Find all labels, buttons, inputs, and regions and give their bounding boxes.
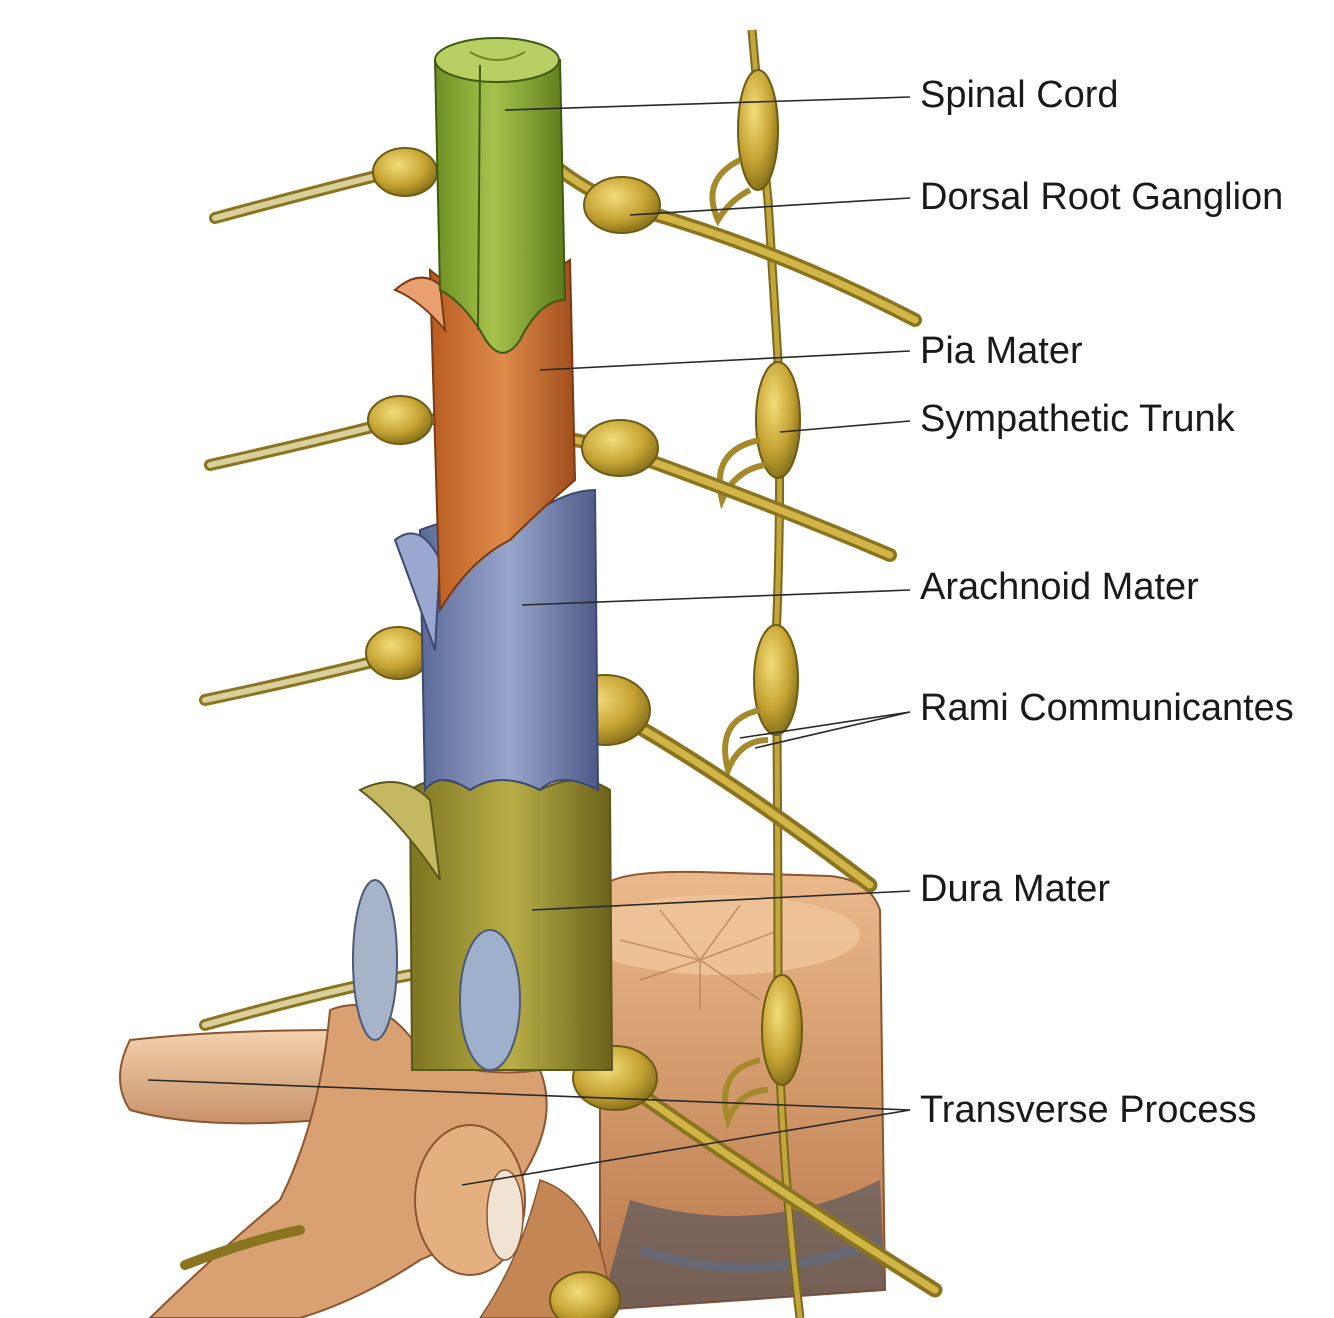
leader-rami-communicantes-1 xyxy=(739,711,911,739)
leader-dura-mater xyxy=(531,890,911,911)
pia-mater-sheath xyxy=(393,258,577,614)
label-pia-mater: Pia Mater xyxy=(920,330,1083,372)
label-transverse-process: Transverse Process xyxy=(920,1089,1257,1131)
leader-sympathetic-trunk xyxy=(779,420,911,433)
label-arachnoid-mater: Arachnoid Mater xyxy=(920,566,1199,608)
label-rami-communicantes: Rami Communicantes xyxy=(920,687,1294,729)
label-dorsal-root-ganglion: Dorsal Root Ganglion xyxy=(920,176,1284,218)
leader-rami-communicantes-2 xyxy=(754,711,911,749)
leader-pia-mater xyxy=(539,350,911,371)
label-spinal-cord: Spinal Cord xyxy=(920,74,1119,116)
leader-dorsal-root-ganglion xyxy=(629,197,911,216)
vertebral-body xyxy=(580,870,887,1312)
leader-transverse-process-1 xyxy=(147,1079,911,1111)
label-dura-mater: Dura Mater xyxy=(920,868,1111,910)
spinal-cord xyxy=(433,37,567,354)
leader-transverse-process-2 xyxy=(461,1109,911,1186)
label-sympathetic-trunk: Sympathetic Trunk xyxy=(920,398,1235,440)
leader-arachnoid-mater xyxy=(521,589,911,606)
transverse-process-left xyxy=(119,1028,342,1125)
leader-lines xyxy=(147,96,911,1186)
leader-spinal-cord xyxy=(504,96,911,111)
sympathetic-trunk xyxy=(709,29,805,1318)
